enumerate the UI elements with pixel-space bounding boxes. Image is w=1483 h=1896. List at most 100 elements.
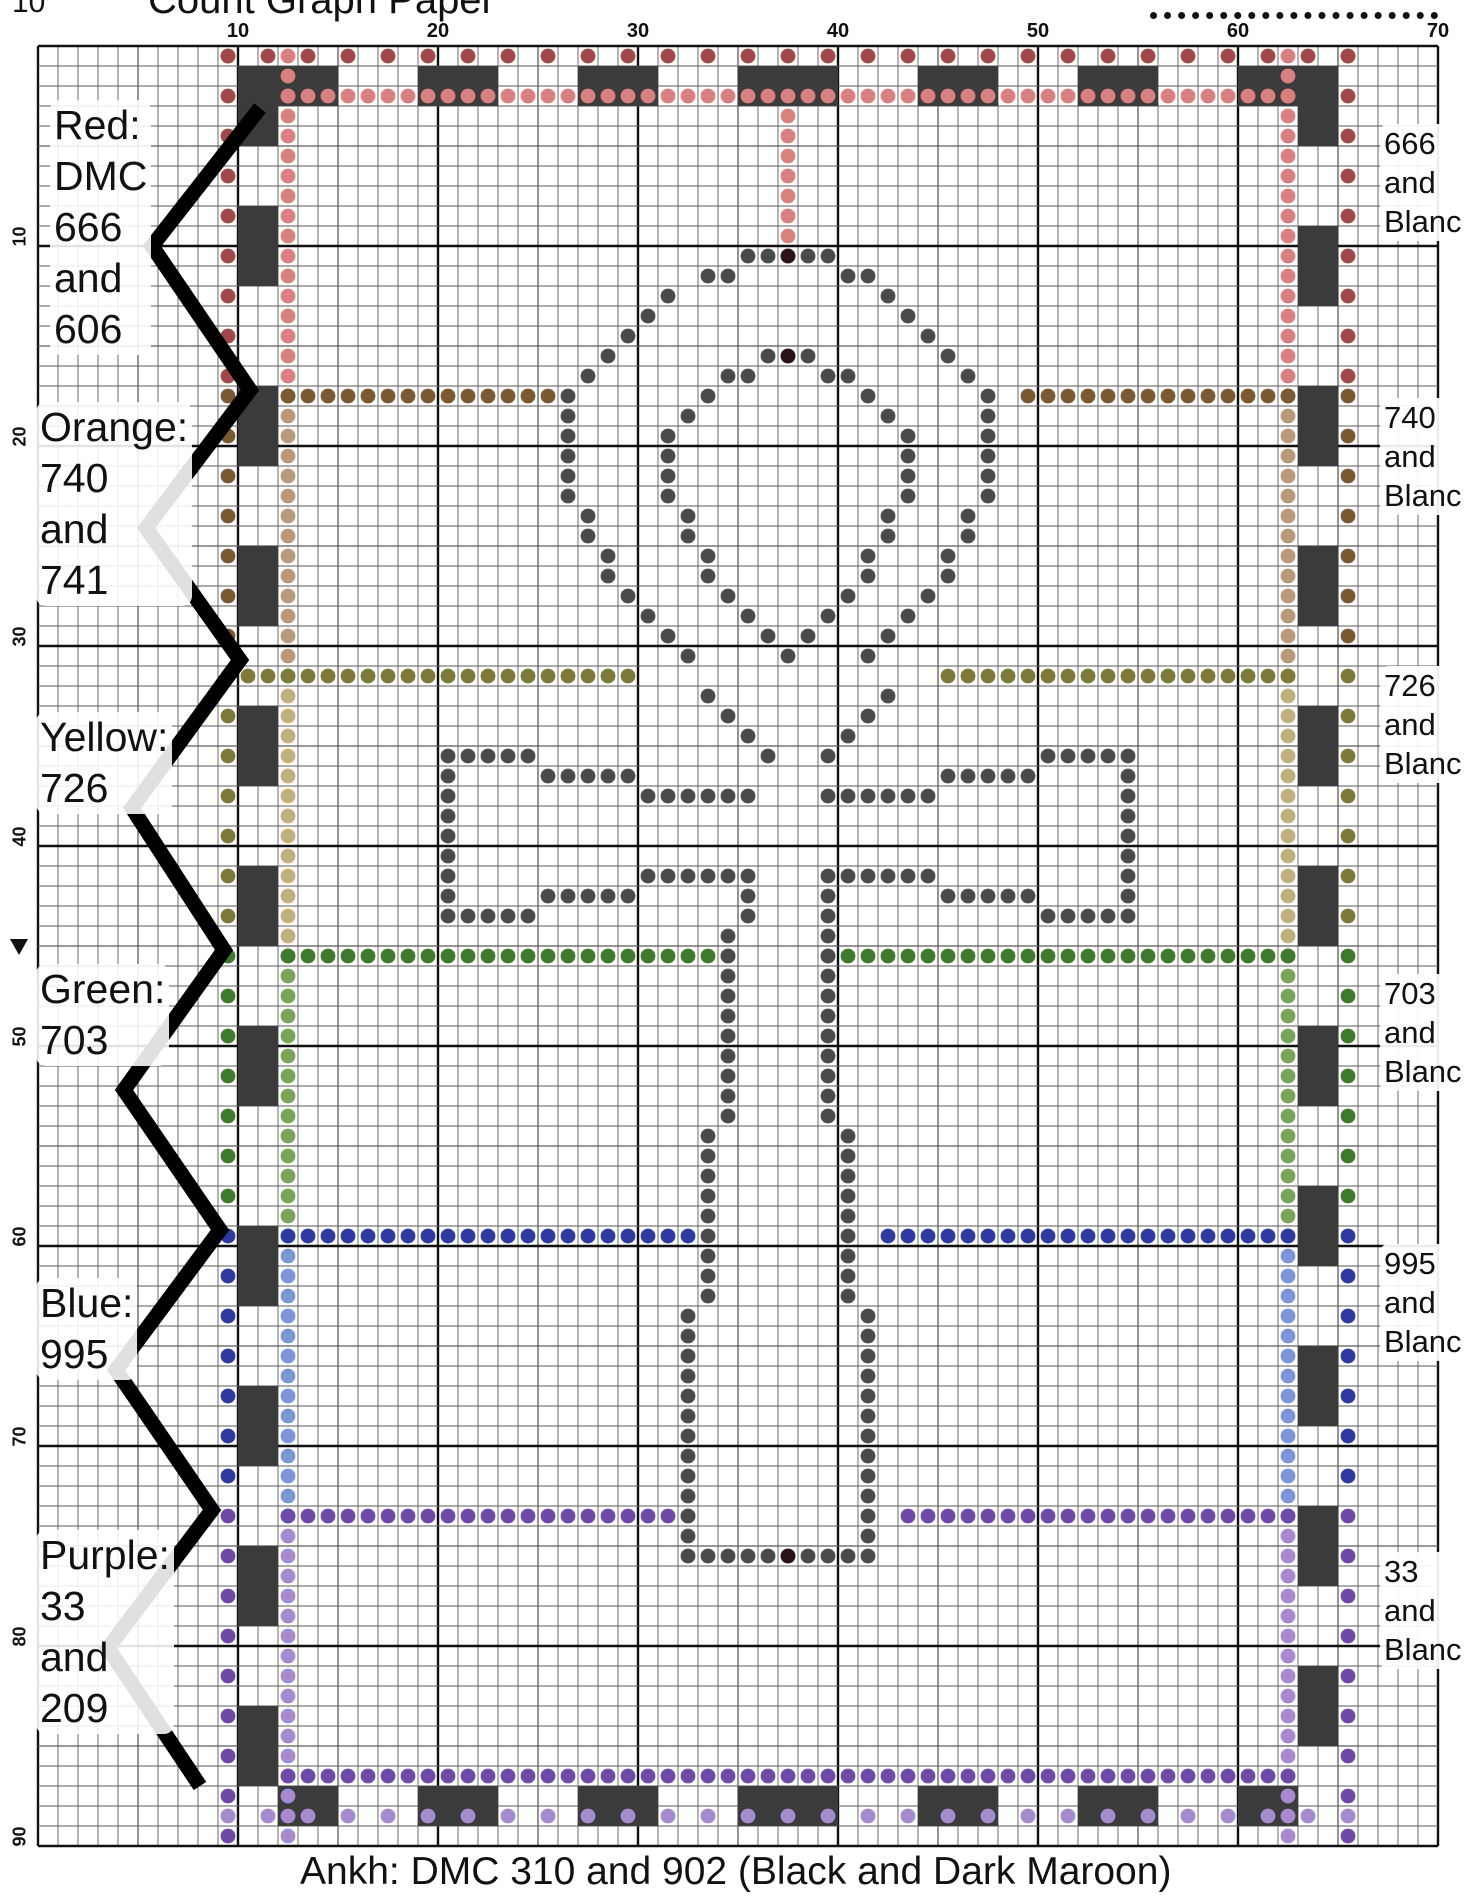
ankh-stitch (521, 749, 536, 764)
stitch-dot (1121, 1229, 1136, 1244)
stitch-dot (1341, 1829, 1356, 1844)
stitch-dot (381, 1229, 396, 1244)
stitch-dot (1121, 669, 1136, 684)
ankh-stitch (941, 569, 956, 584)
ankh-stitch (901, 309, 916, 324)
stitch-dot (521, 669, 536, 684)
stitch-dot (781, 109, 796, 124)
border-block (238, 206, 278, 286)
border-block (1298, 706, 1338, 786)
ankh-stitch (441, 909, 456, 924)
stitch-dot (361, 949, 376, 964)
stitch-dot (1281, 1149, 1296, 1164)
stitch-dot (281, 1129, 296, 1144)
stitch-dot (421, 49, 436, 64)
stitch-dot (1301, 1809, 1316, 1824)
stitch-dot (221, 1309, 236, 1324)
stitch-dot (801, 1769, 816, 1784)
stitch-dot (281, 109, 296, 124)
stitch-dot (1021, 89, 1036, 104)
stitch-dot (281, 1689, 296, 1704)
ankh-stitch (821, 869, 836, 884)
row-number: 70 (10, 1426, 31, 1446)
stitch-dot (1261, 1809, 1276, 1824)
label-line: 33 (40, 1581, 170, 1632)
stitch-dot (1121, 849, 1136, 864)
stitch-dot (581, 1229, 596, 1244)
stitch-dot (421, 669, 436, 684)
stitch-dot (221, 249, 236, 264)
stitch-dot (421, 1809, 436, 1824)
ankh-stitch (861, 569, 876, 584)
label-line: DMC (54, 151, 147, 202)
stitch-dot (901, 1509, 916, 1524)
stitch-dot (481, 89, 496, 104)
stitch-dot (221, 869, 236, 884)
stitch-dot (361, 389, 376, 404)
stitch-dot (1281, 429, 1296, 444)
stitch-dot (1161, 389, 1176, 404)
ankh-stitch (981, 409, 996, 424)
ankh-stitch (741, 869, 756, 884)
stitch-dot (281, 1469, 296, 1484)
stitch-dot (1201, 1509, 1216, 1524)
stitch-dot (541, 1229, 556, 1244)
ankh-stitch (781, 249, 796, 264)
stitch-dot (1341, 1229, 1356, 1244)
stitch-dot (441, 869, 456, 884)
ankh-stitch (901, 869, 916, 884)
stitch-dot (741, 1809, 756, 1824)
stitch-dot (1281, 1009, 1296, 1024)
stitch-dot (421, 949, 436, 964)
stitch-dot (981, 669, 996, 684)
stitch-dot (1341, 129, 1356, 144)
row-number: 30 (10, 626, 31, 646)
ankh-stitch (861, 549, 876, 564)
ankh-stitch (1041, 749, 1056, 764)
ankh-stitch (921, 589, 936, 604)
stitch-dot (1281, 489, 1296, 504)
stitch-dot (281, 729, 296, 744)
stitch-dot (281, 149, 296, 164)
stitch-dot (1281, 1809, 1296, 1824)
stitch-dot (1281, 1169, 1296, 1184)
ankh-stitch (541, 769, 556, 784)
ankh-stitch (621, 889, 636, 904)
stitch-dot (1341, 1469, 1356, 1484)
stitch-dot (1281, 689, 1296, 704)
stitch-dot (1101, 89, 1116, 104)
stitch-dot (221, 1429, 236, 1444)
stitch-dot (1081, 389, 1096, 404)
stitch-dot (301, 1229, 316, 1244)
stitch-dot (721, 89, 736, 104)
stitch-dot (1121, 1509, 1136, 1524)
stitch-dot (821, 49, 836, 64)
ankh-stitch (1101, 749, 1116, 764)
stitch-dot (301, 89, 316, 104)
stitch-dot (661, 89, 676, 104)
stitch-dot (1281, 1629, 1296, 1644)
stitch-dot (1281, 729, 1296, 744)
ankh-stitch (481, 909, 496, 924)
stitch-dot (1281, 189, 1296, 204)
ankh-stitch (721, 1549, 736, 1564)
stitch-dot (601, 1769, 616, 1784)
stitch-dot (981, 49, 996, 64)
stitch-dot (1261, 389, 1276, 404)
stitch-dot (1081, 89, 1096, 104)
ankh-stitch (681, 1409, 696, 1424)
stitch-dot (221, 1189, 236, 1204)
stitch-dot (901, 49, 916, 64)
stitch-dot (501, 49, 516, 64)
stitch-dot (281, 1229, 296, 1244)
stitch-dot (501, 1769, 516, 1784)
stitch-dot (1281, 969, 1296, 984)
stitch-dot (1341, 329, 1356, 344)
ankh-stitch (681, 529, 696, 544)
ankh-stitch (761, 749, 776, 764)
stitch-dot (601, 89, 616, 104)
stitch-dot (661, 49, 676, 64)
ankh-stitch (861, 709, 876, 724)
stitch-dot (321, 1229, 336, 1244)
